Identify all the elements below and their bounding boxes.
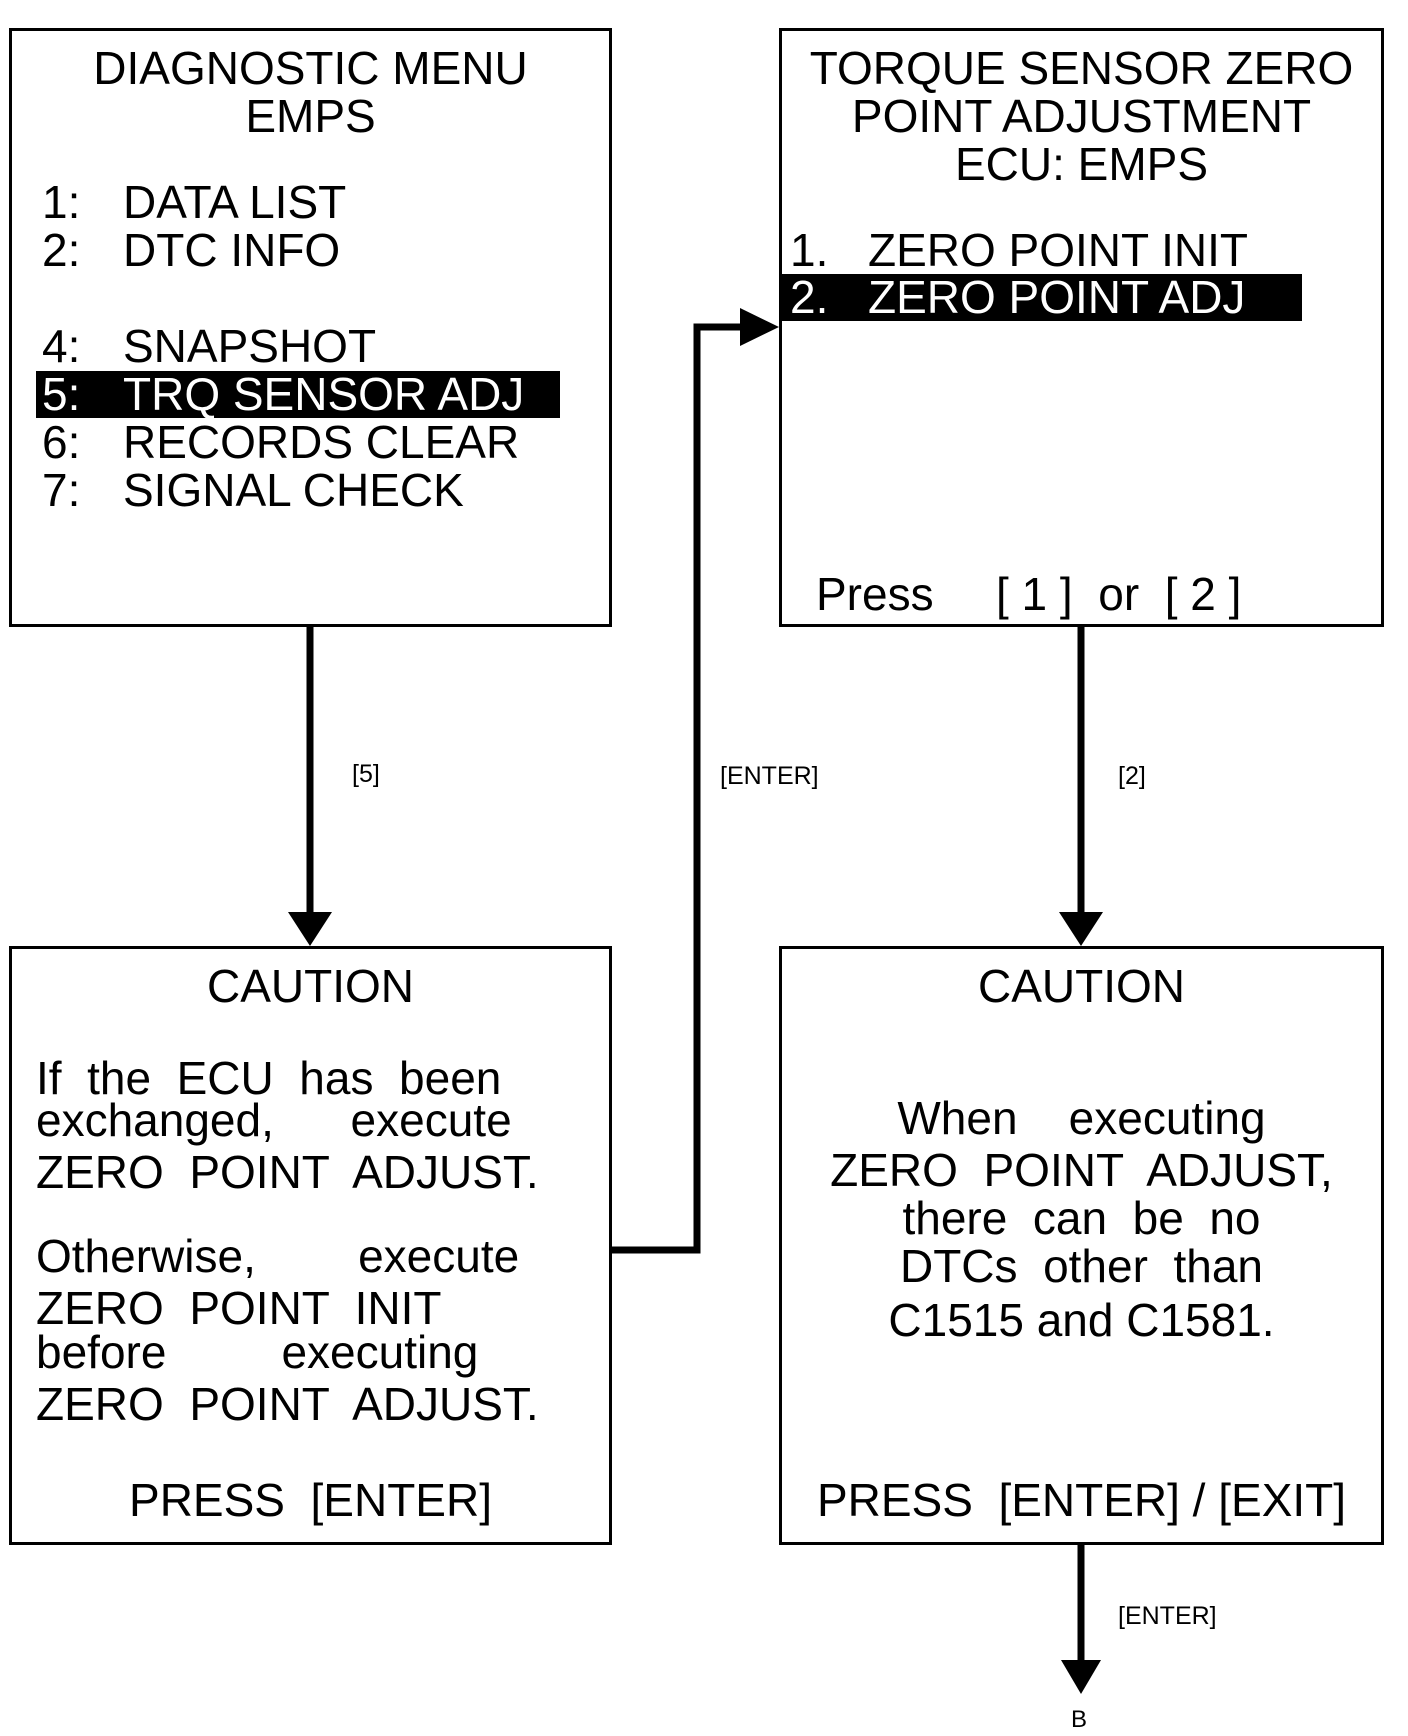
caution-screen-left: CAUTION If the ECU has been exchanged, e… <box>9 946 612 1545</box>
press-prompt: Press <box>816 568 934 620</box>
arrowhead-right <box>740 308 779 346</box>
press-enter-exit-prompt: PRESS [ENTER] / [EXIT] <box>816 1474 1347 1526</box>
menu-item-number: 7: <box>42 464 81 516</box>
caution-text-line: DTCs other than <box>899 1240 1264 1292</box>
menu-item-label: SIGNAL CHECK <box>123 464 464 516</box>
option-number: 2. <box>790 271 829 323</box>
caution-text-line: If the ECU has been <box>36 1052 502 1104</box>
diagnostic-menu-screen: DIAGNOSTIC MENU EMPS 1: DATA LIST 2: DTC… <box>9 28 612 627</box>
caution-text-line: When executing <box>897 1092 1266 1144</box>
caution-text-line: ZERO POINT INIT <box>36 1282 442 1334</box>
arrow-label-5: [5] <box>352 760 380 788</box>
caution-text-line: ZERO POINT ADJUST. <box>36 1378 539 1430</box>
option-number: 1. <box>790 224 829 276</box>
menu-item-label: DATA LIST <box>123 176 347 228</box>
caution-text-line: ZERO POINT ADJUST, <box>830 1144 1333 1196</box>
caution-text-line: Otherwise, execute <box>36 1230 520 1282</box>
menu-item-label: DTC INFO <box>123 224 341 276</box>
zero-point-adj-option-selected[interactable]: 2. ZERO POINT ADJ <box>782 274 1302 321</box>
caution-text-line: C1515 and C1581. <box>888 1294 1275 1346</box>
menu-item-number: 6: <box>42 416 81 468</box>
menu-item-number: 1: <box>42 176 81 228</box>
arrow-label-2: [2] <box>1118 762 1146 790</box>
arrow-caution-to-torque <box>612 323 740 1254</box>
menu-subtitle: EMPS <box>245 90 376 142</box>
press-enter-prompt: PRESS [ENTER] <box>129 1474 492 1526</box>
next-step-label: B <box>1071 1706 1088 1733</box>
menu-item-label: RECORDS CLEAR <box>123 416 520 468</box>
arrowhead-down-1 <box>288 912 332 946</box>
torque-sensor-screen: TORQUE SENSOR ZERO POINT ADJUSTMENT ECU:… <box>779 28 1384 627</box>
arrow-label-enter-1: [ENTER] <box>720 762 819 790</box>
torque-title-line3: ECU: EMPS <box>954 138 1209 190</box>
caution-screen-right: CAUTION When executing ZERO POINT ADJUST… <box>779 946 1384 1545</box>
arrow-label-enter-2: [ENTER] <box>1118 1602 1217 1630</box>
option-label: ZERO POINT ADJ <box>868 271 1246 323</box>
caution-title: CAUTION <box>978 960 1185 1012</box>
menu-item-number: 4: <box>42 320 81 372</box>
arrowhead-down-3 <box>1061 1660 1101 1694</box>
press-keys-prompt: [ 1 ] or [ 2 ] <box>996 568 1242 620</box>
caution-title: CAUTION <box>207 960 414 1012</box>
caution-text-line: exchanged, execute <box>36 1094 512 1146</box>
menu-item-label: SNAPSHOT <box>123 320 377 372</box>
menu-item-label: TRQ SENSOR ADJ <box>123 368 525 420</box>
menu-title: DIAGNOSTIC MENU <box>93 42 528 94</box>
caution-text-line: before executing <box>36 1326 479 1378</box>
arrowhead-down-2 <box>1059 912 1103 946</box>
menu-item-selected[interactable]: 5: TRQ SENSOR ADJ <box>36 371 560 418</box>
torque-title-line1: TORQUE SENSOR ZERO <box>809 42 1354 94</box>
option-label: ZERO POINT INIT <box>868 224 1248 276</box>
menu-item-number: 2: <box>42 224 81 276</box>
menu-item-number: 5: <box>42 368 81 420</box>
torque-title-line2: POINT ADJUSTMENT <box>851 90 1312 142</box>
caution-text-line: ZERO POINT ADJUST. <box>36 1146 539 1198</box>
caution-text-line: there can be no <box>902 1192 1261 1244</box>
